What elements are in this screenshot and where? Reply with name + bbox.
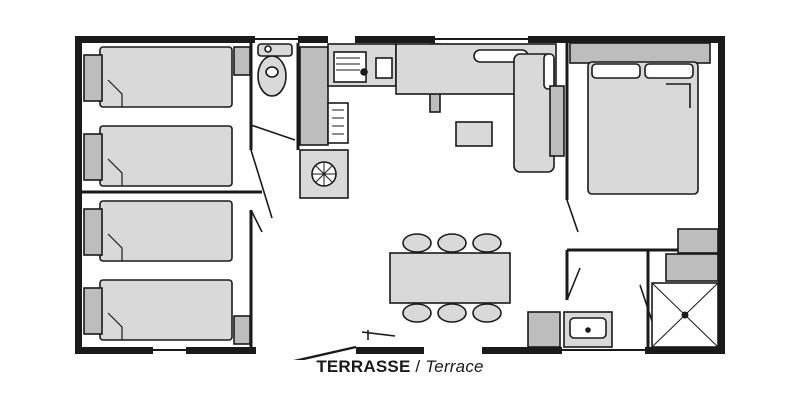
bunk-bed-4 (99, 279, 233, 341)
door-swings (250, 124, 661, 360)
tv-unit (549, 85, 565, 157)
dining-table (389, 233, 511, 323)
wall-left (75, 36, 82, 354)
wall-top-3 (355, 36, 435, 43)
bath-cabinet (527, 311, 561, 348)
pillow-3 (83, 208, 103, 256)
wall-top-2 (298, 36, 328, 43)
wall-bottom-5 (645, 347, 725, 354)
hob (327, 102, 349, 144)
pillow-2 (83, 133, 103, 181)
wall-bottom-3 (356, 347, 424, 354)
pillow-4 (83, 287, 103, 335)
chair-3 (472, 233, 502, 253)
door-bath (566, 267, 581, 301)
wall-top-1 (75, 36, 255, 43)
door-bedroom (566, 199, 579, 233)
shower-lines (651, 282, 719, 348)
sink (333, 51, 367, 83)
wall-bottom-2 (186, 347, 256, 354)
double-bed (587, 61, 699, 195)
chair-4 (402, 303, 432, 323)
headboard-shelf (569, 42, 711, 64)
table-top (389, 252, 511, 304)
window-bottom-1 (153, 349, 186, 351)
window-top-1 (255, 38, 298, 40)
bedroom (569, 42, 719, 282)
door-handle (361, 331, 396, 337)
floor-plan (75, 36, 725, 360)
bunk-bed-1 (99, 46, 233, 108)
bathroom (527, 282, 719, 348)
chair-2 (437, 233, 467, 253)
kitchen (299, 43, 565, 199)
chair-1 (402, 233, 432, 253)
door-entrance (293, 345, 357, 360)
caption-main: TERRASSE (316, 357, 411, 376)
coffee-table (455, 121, 493, 147)
wall-bottom-1 (75, 347, 153, 354)
bedside-1 (233, 46, 251, 76)
wall-bottom-4 (482, 347, 562, 354)
terrace-caption: TERRASSE / Terrace (0, 357, 800, 377)
wardrobe-1 (677, 228, 719, 254)
toilet-tank (257, 43, 293, 57)
kitchen-counter-left (299, 46, 329, 146)
window-bottom-2 (562, 349, 645, 351)
door-bunks-upper (250, 149, 273, 219)
pillow-left (591, 63, 641, 79)
door-wc (250, 124, 296, 141)
wardrobe-2 (665, 253, 719, 282)
bunk-beds (83, 46, 251, 345)
window-top-2 (435, 38, 528, 40)
kitchen-details (312, 57, 360, 186)
pillow-1 (83, 54, 103, 102)
bunk-fold-lines (107, 79, 123, 340)
bunk-bed-3 (99, 200, 233, 262)
pillow-right (644, 63, 694, 79)
toilet (257, 43, 293, 97)
caption-translation: Terrace (425, 357, 484, 376)
bedside-2 (233, 315, 251, 345)
wall-top-4 (528, 36, 725, 43)
chair-6 (472, 303, 502, 323)
wall-right (718, 36, 725, 354)
caption-separator: / (410, 357, 426, 376)
door-bunks-lower (250, 209, 263, 233)
chair-5 (437, 303, 467, 323)
interior-walls (82, 43, 718, 347)
bunk-bed-2 (99, 125, 233, 187)
drainer (375, 57, 393, 79)
exterior-walls (75, 36, 725, 354)
